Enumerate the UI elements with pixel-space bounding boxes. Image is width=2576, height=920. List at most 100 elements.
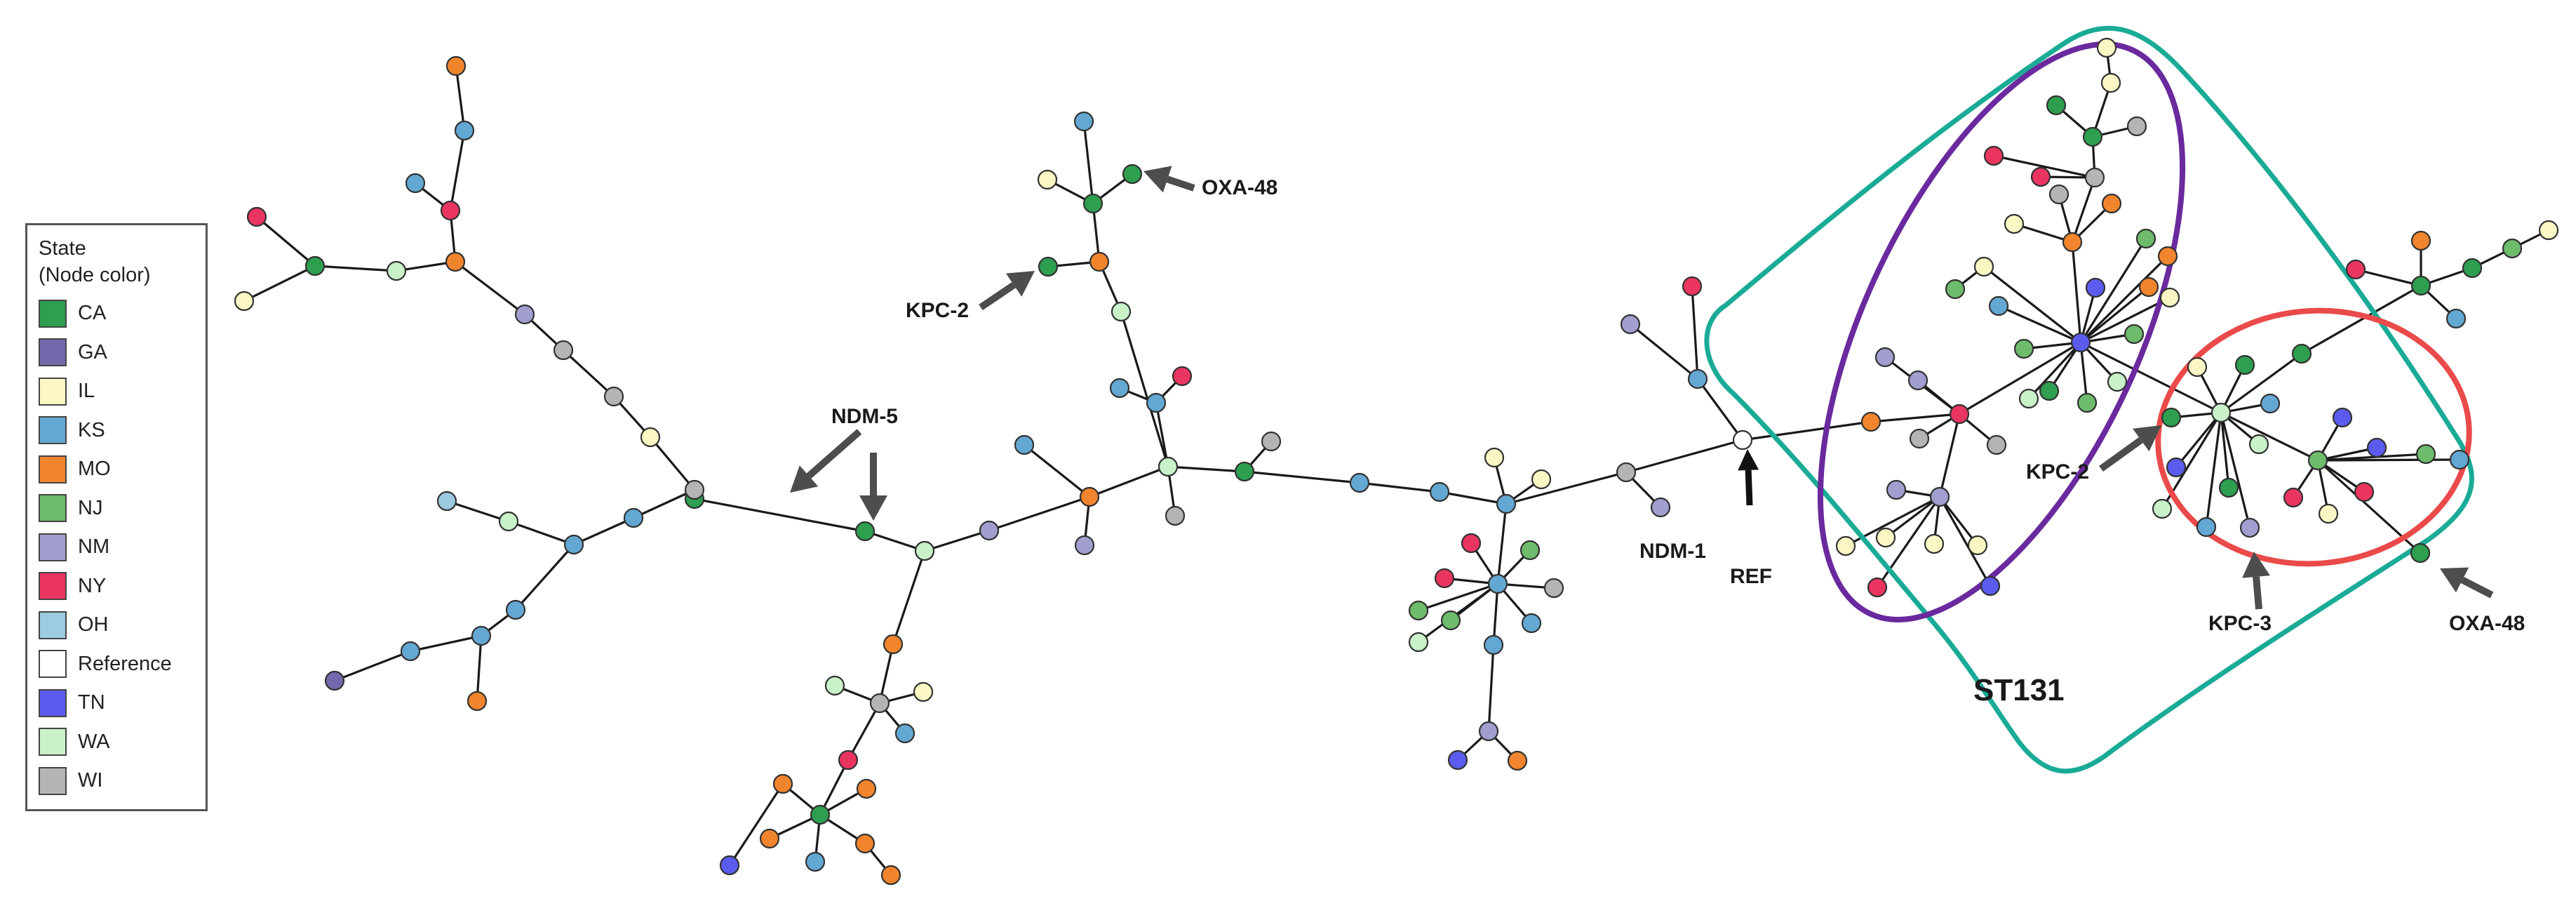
isolate-node-ny: [1983, 145, 2004, 166]
isolate-node-nj: [2124, 324, 2145, 345]
isolate-node-wa: [1408, 632, 1429, 653]
isolate-node-ca: [2039, 380, 2060, 401]
tree-edge: [2175, 411, 2222, 469]
isolate-node-tn: [2085, 277, 2106, 298]
isolate-node-il: [2538, 220, 2559, 241]
tree-edge: [2317, 446, 2377, 462]
isolate-node-wa: [914, 540, 935, 561]
isolate-node-ny: [2345, 259, 2366, 280]
isolate-node-mo: [445, 251, 466, 272]
isolate-node-ca: [854, 521, 876, 542]
legend-label: NY: [78, 574, 107, 597]
isolate-node-mo: [2062, 232, 2083, 253]
isolate-node-il: [1531, 469, 1552, 490]
tree-edge: [2220, 352, 2302, 414]
legend-swatch: [39, 494, 67, 523]
legend-item-ks: KS: [39, 411, 194, 451]
label-ndm5: NDM-5: [831, 405, 898, 428]
isolate-node-il: [913, 681, 934, 702]
isolate-node-mo: [1079, 486, 1100, 507]
legend-swatch: [39, 533, 67, 561]
isolate-node-mo: [854, 833, 876, 854]
isolate-node-ca: [2161, 407, 2182, 428]
isolate-node-wa: [2107, 371, 2128, 392]
arrow-oxa48-right: [2440, 567, 2494, 599]
isolate-node-ks: [1483, 634, 1504, 655]
tree-edge: [2220, 411, 2319, 462]
label-ref: REF: [1730, 565, 1772, 588]
isolate-node-ca: [2046, 95, 2067, 116]
annotation-arrows: [790, 166, 2494, 610]
tree-edge: [1696, 378, 1744, 441]
label-st131: ST131: [1973, 673, 2065, 707]
isolate-node-ks: [563, 534, 584, 555]
legend-title-line1: State: [39, 237, 86, 260]
isolate-node-ks: [805, 851, 826, 872]
isolate-node-ks: [1496, 493, 1517, 514]
isolate-node-wa: [1158, 456, 1179, 477]
isolate-node-il: [1924, 533, 1945, 554]
legend-item-il: IL: [39, 372, 194, 411]
tree-edge: [878, 644, 894, 704]
isolate-node-nj: [2135, 228, 2156, 249]
legend-item-nm: NM: [39, 528, 194, 567]
isolate-node-il: [1967, 535, 1988, 556]
legend-title-line2: (Node color): [39, 264, 151, 286]
legend-item-ga: GA: [39, 333, 194, 373]
isolate-node-nj: [2415, 444, 2436, 465]
legend-label: Reference: [78, 652, 172, 675]
isolate-node-ny: [440, 200, 461, 221]
label-kpc2-left: KPC-2: [906, 299, 969, 322]
isolate-node-il: [2004, 213, 2025, 234]
legend-swatch: [39, 299, 67, 328]
isolate-node-wi: [684, 479, 705, 500]
tree-edge: [2220, 412, 2230, 488]
legend-label: NM: [78, 535, 110, 559]
label-ndm1: NDM-1: [1639, 540, 1706, 563]
tree-edge: [2079, 255, 2169, 344]
isolate-node-wi: [2084, 167, 2105, 188]
tree-edge: [2080, 341, 2222, 414]
isolate-node-wi: [603, 386, 624, 407]
tree-edge: [1938, 496, 1979, 546]
tree-edge: [1993, 154, 2095, 179]
isolate-node-nm: [1478, 721, 1499, 742]
isolate-node-ca: [1234, 461, 1255, 482]
isolate-node-wa: [824, 675, 845, 696]
legend-swatch: [39, 688, 67, 717]
tree-edge: [1167, 465, 1245, 473]
tree-edge: [1120, 311, 1169, 467]
tree-edge: [508, 520, 575, 546]
isolate-node-nj: [1408, 600, 1429, 621]
isolate-node-ca: [2218, 477, 2239, 498]
isolate-node-wi: [1616, 462, 1637, 483]
isolate-node-wa: [2211, 402, 2232, 423]
isolate-node-ca: [2462, 258, 2483, 279]
isolate-node-mo: [856, 778, 877, 799]
tree-edge: [243, 265, 316, 302]
isolate-node-ks: [1487, 573, 1508, 594]
tree-edge: [1998, 305, 2081, 344]
tree-edge: [1959, 341, 2081, 415]
tree-edge: [1505, 471, 1627, 505]
isolate-node-ks: [623, 507, 644, 528]
arrow-ref: [1738, 449, 1759, 506]
isolate-node-ks: [400, 641, 421, 662]
isolate-node-ny: [1172, 366, 1193, 387]
tree-edge: [1885, 495, 1940, 539]
isolate-node-mo: [467, 691, 488, 712]
isolate-node-tn: [2166, 457, 2187, 478]
isolate-node-mo: [759, 828, 780, 849]
tree-edge: [2355, 268, 2422, 287]
isolate-node-ks: [1429, 481, 1450, 502]
isolate-node-ks: [1073, 111, 1094, 132]
isolate-node-ks: [2446, 308, 2467, 329]
isolate-node-ga: [324, 670, 345, 691]
isolate-node-ny: [838, 749, 859, 771]
tree-edge: [2027, 341, 2082, 400]
tree-edge: [573, 516, 634, 546]
isolate-node-il: [2187, 356, 2208, 378]
isolate-node-ks: [405, 173, 426, 194]
isolate-node-nm: [1874, 347, 1896, 368]
isolate-node-ny: [1682, 276, 1703, 297]
